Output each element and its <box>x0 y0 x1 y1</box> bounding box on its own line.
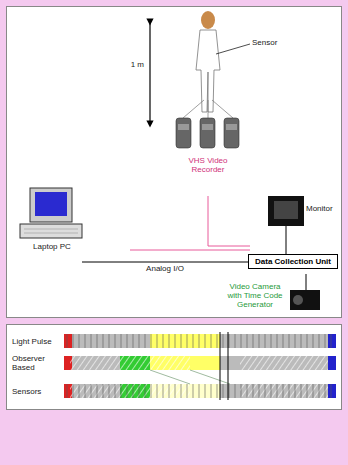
device-label: Monitor <box>306 204 344 213</box>
dimension-label: 1 m <box>112 60 144 69</box>
box-text: Data Collection Unit <box>253 257 333 266</box>
process-box: Data Collection Unit <box>248 254 338 269</box>
part-name: Sensor <box>252 38 302 47</box>
device-label: VHS Video Recorder <box>176 156 240 174</box>
row-label: Sensors <box>12 387 62 396</box>
signal-name: Analog I/O <box>130 264 200 273</box>
row-label: Observer Based <box>12 354 62 372</box>
device-label: Video Camera with Time Code Generator <box>222 282 288 309</box>
row-label: Light Pulse <box>12 337 62 346</box>
device-label: Laptop PC <box>16 242 88 251</box>
